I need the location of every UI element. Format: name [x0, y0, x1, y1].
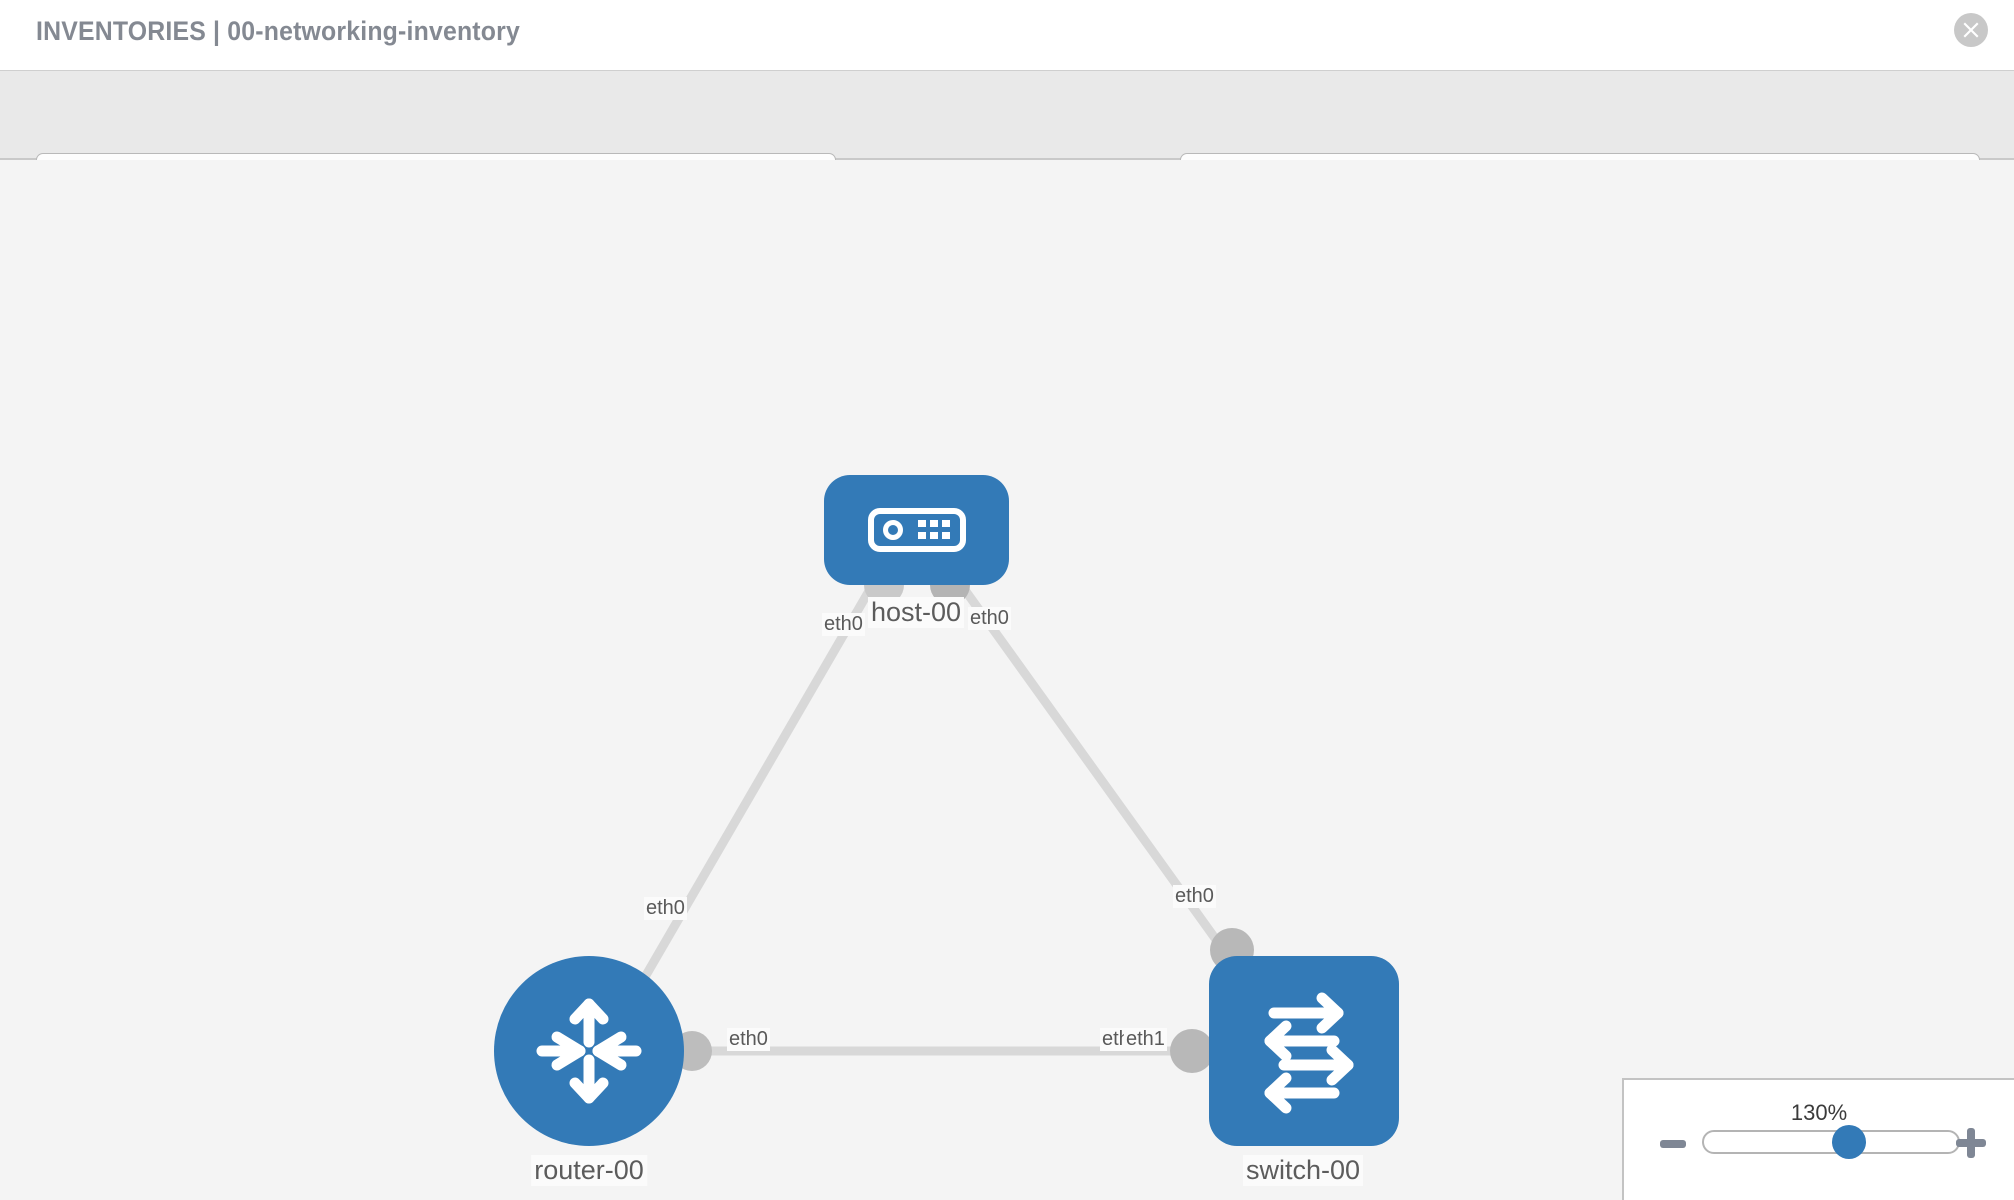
- close-icon[interactable]: [1954, 13, 1988, 47]
- page-header: INVENTORIES | 00-networking-inventory: [0, 0, 2014, 70]
- zoom-out-button[interactable]: [1660, 1140, 1686, 1148]
- router-node-shape[interactable]: [494, 956, 684, 1146]
- toolbar: ACTIONS SEARCH: [0, 70, 2014, 205]
- router-arrows-icon: [536, 998, 642, 1104]
- zoom-slider[interactable]: [1702, 1125, 1960, 1159]
- edge-host-router: [616, 569, 884, 1023]
- edge-label-switch-left-under: eth: [1100, 1028, 1132, 1051]
- switch-arrows-icon: [1264, 992, 1354, 1114]
- edge-label-router-up: eth0: [644, 897, 687, 920]
- edge-label-switch-left: eth1: [1124, 1028, 1167, 1051]
- zoom-slider-thumb[interactable]: [1831, 1125, 1866, 1159]
- edge-host-switch: [948, 569, 1249, 983]
- zoom-control-panel: 130%: [1622, 1078, 2014, 1200]
- host-node-shape[interactable]: [824, 475, 1009, 585]
- topology-canvas[interactable]: host-00 router-00: [0, 160, 2014, 1200]
- node-label-router-00: router-00: [531, 1155, 647, 1186]
- edge-label-host-right: eth0: [968, 607, 1011, 630]
- server-icon: [867, 508, 966, 552]
- page-title: INVENTORIES | 00-networking-inventory: [36, 16, 520, 46]
- switch-node-shape[interactable]: [1209, 956, 1399, 1146]
- zoom-percent-label: 130%: [1790, 1100, 1848, 1125]
- node-label-host-00: host-00: [867, 597, 965, 628]
- zoom-in-button[interactable]: [1956, 1128, 1986, 1158]
- edge-label-host-left: eth0: [822, 613, 865, 636]
- topology-edges: [616, 565, 1254, 1073]
- edge-label-switch-up: eth0: [1173, 885, 1216, 908]
- node-label-switch-00: switch-00: [1242, 1155, 1364, 1186]
- port-switch-left[interactable]: [1170, 1029, 1214, 1073]
- edge-label-router-right: eth0: [727, 1028, 770, 1051]
